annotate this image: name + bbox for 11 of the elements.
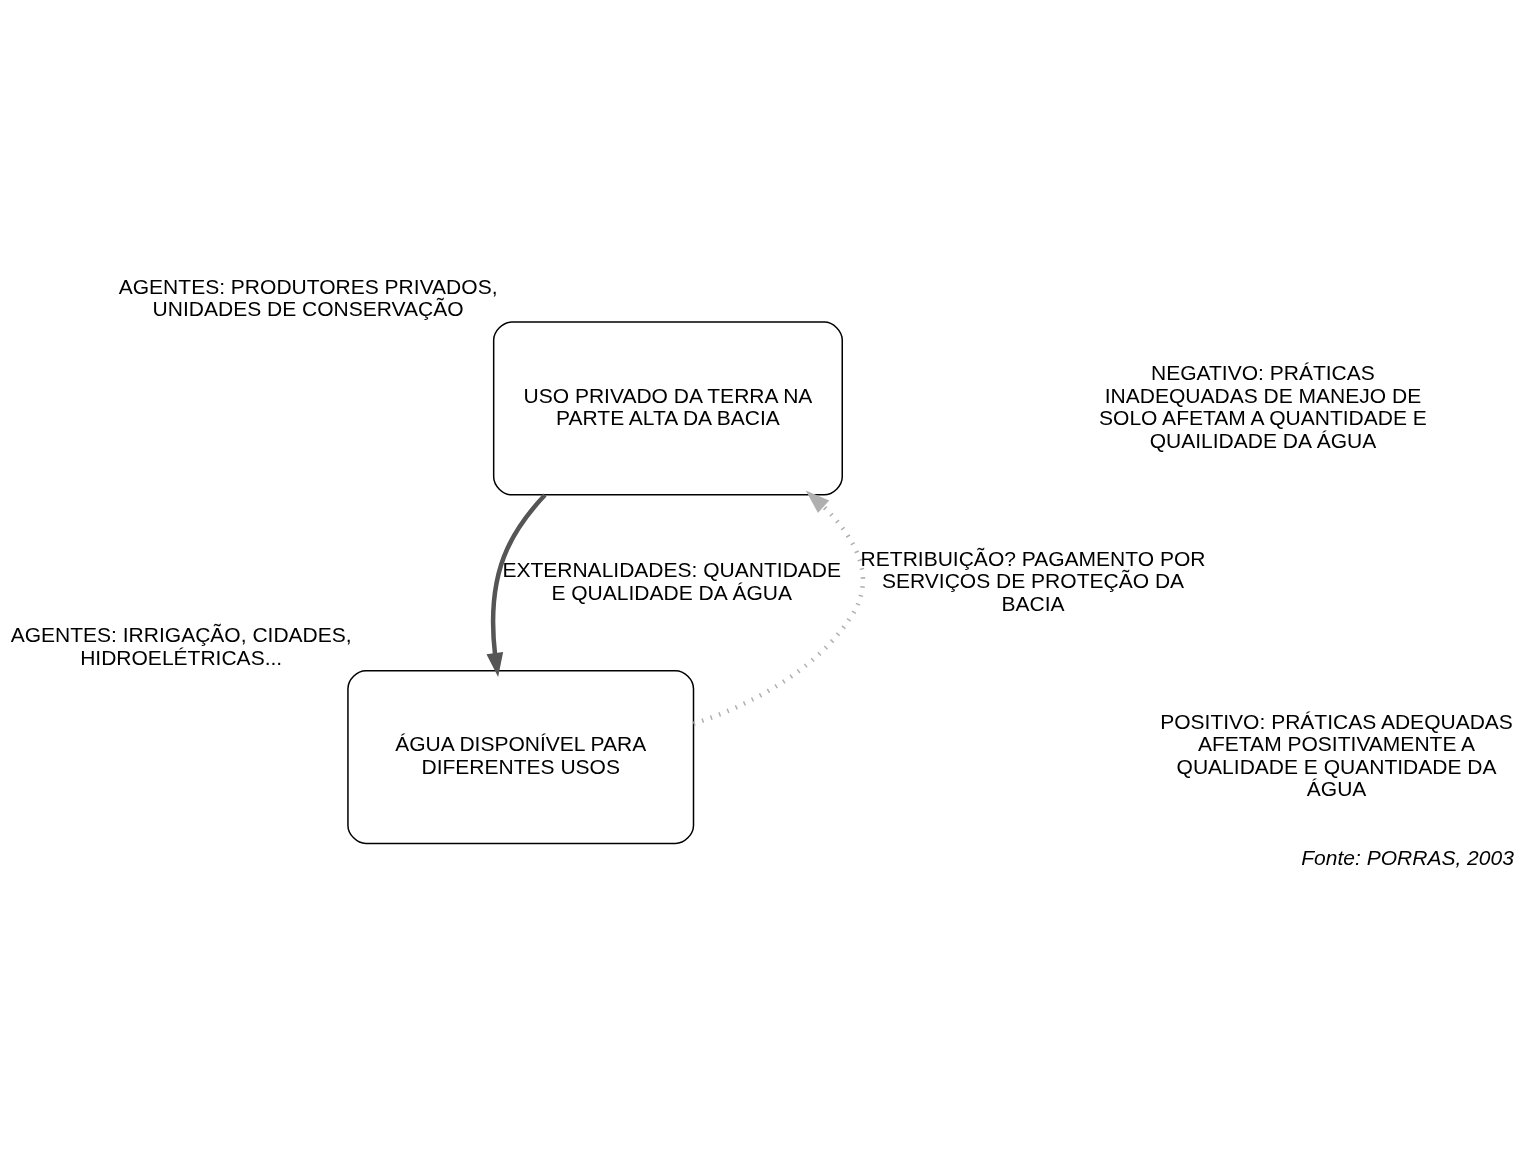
node-box: USO PRIVADO DA TERRA NA PARTE ALTA DA BACIA [492,320,843,496]
node-label: AGENTES: PRODUTORES PRIVADOS, UNIDADES DE CONSERVAÇÃO [118,274,498,320]
edge-label: EXTERNALIDADES: QUANTIDADE E QUALIDADE DA ÁGUA [502,557,842,604]
label: POSITIVO: PRÁTICAS ADEQUADAS AFETAM POSITIVAMENTE A QUALIDADE E QUANTIDADE DA ÁGUA [1160,709,1513,800]
label: NEGATIVO: PRÁTICAS INADEQUADAS DE MANEJO DE SOLO AFETAM A QUANTIDADE E QUAILIDADE DA ÁGUA [1099,360,1427,452]
node-label: AGENTES: IRRIGAÇÃO, CIDADES, HIDROELÉTRICAS... [10,622,352,669]
caption: Fonte: PORRAS, 2003 [1301,845,1514,869]
arrow [486,493,547,677]
arrow [692,489,866,726]
node-box: ÁGUA DISPONÍVEL PARA DIFERENTES USOS [347,669,695,844]
edge-label: RETRIBUIÇÃO? PAGAMENTO POR SERVIÇOS DE PROTEÇÃO DA BACIA [860,546,1206,615]
